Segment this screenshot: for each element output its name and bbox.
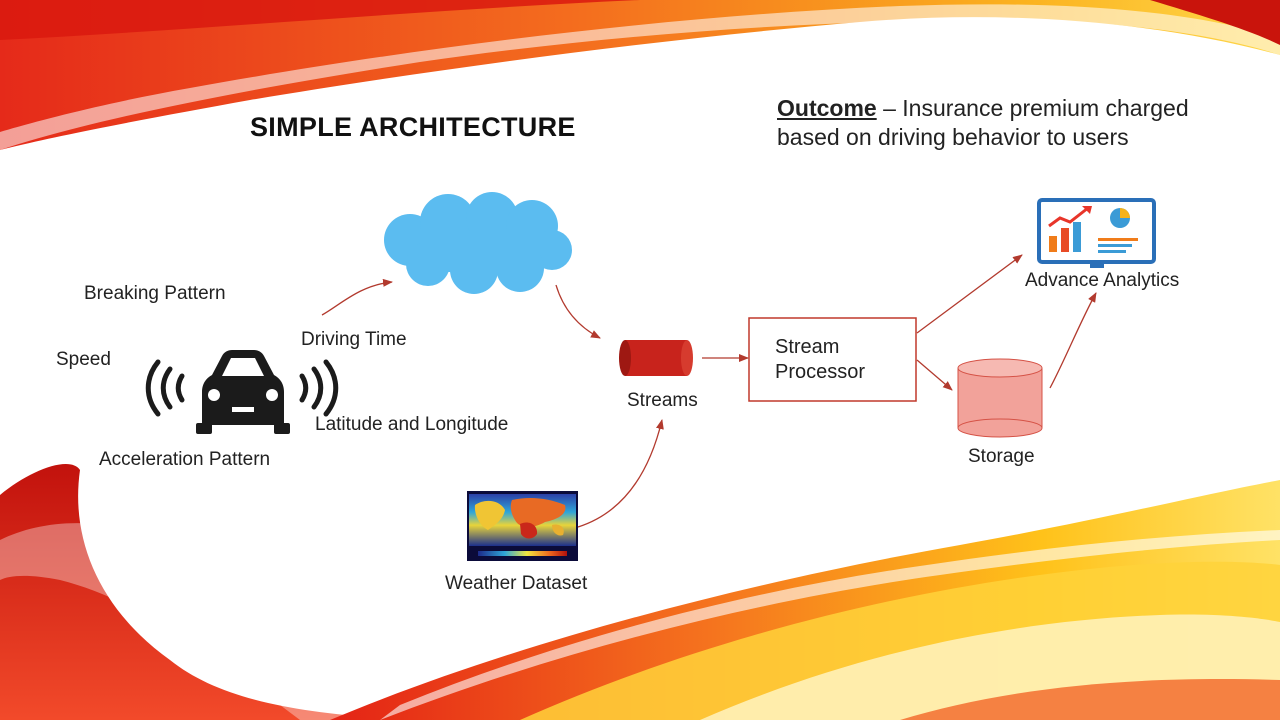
flow-arrows: [321, 254, 1097, 528]
label-streams: Streams: [627, 390, 698, 411]
car-signal-icon: [130, 300, 355, 505]
arrow-processor-to-storage: [916, 359, 953, 391]
arrow-processor-to-analytics: [916, 254, 1023, 334]
slide-title: SIMPLE ARCHITECTURE: [250, 112, 576, 142]
analytics-monitor-icon: [1037, 198, 1156, 268]
label-acceleration-pattern: Acceleration Pattern: [99, 449, 271, 470]
stream-processor-box: [748, 317, 917, 402]
label-latitude-longitude: Latitude and Longitude: [315, 414, 509, 435]
outcome-statement: Outcome – Insurance premium charged base…: [777, 94, 1257, 152]
database-cylinder-icon: [957, 358, 1043, 438]
cloud-icon: [384, 192, 572, 294]
label-storage: Storage: [968, 446, 1035, 467]
weather-heatmap-icon: [467, 491, 578, 561]
label-advance-analytics: Advance Analytics: [1025, 270, 1180, 291]
label-weather-dataset: Weather Dataset: [445, 573, 588, 594]
arrow-car-to-cloud: [321, 278, 393, 316]
stream-cylinder-icon: [619, 340, 693, 376]
outcome-text: – Insurance premium charged based on dri…: [777, 95, 1189, 150]
label-driving-time: Driving Time: [301, 329, 407, 350]
label-stream-processor: Stream Processor: [775, 336, 866, 383]
arrow-weather-to-streams: [577, 419, 664, 528]
label-speed: Speed: [56, 349, 111, 370]
arrow-cloud-to-streams: [555, 284, 601, 339]
label-breaking-pattern: Breaking Pattern: [84, 283, 226, 304]
outcome-heading: Outcome: [777, 95, 877, 121]
arrow-storage-to-analytics: [1049, 292, 1097, 389]
